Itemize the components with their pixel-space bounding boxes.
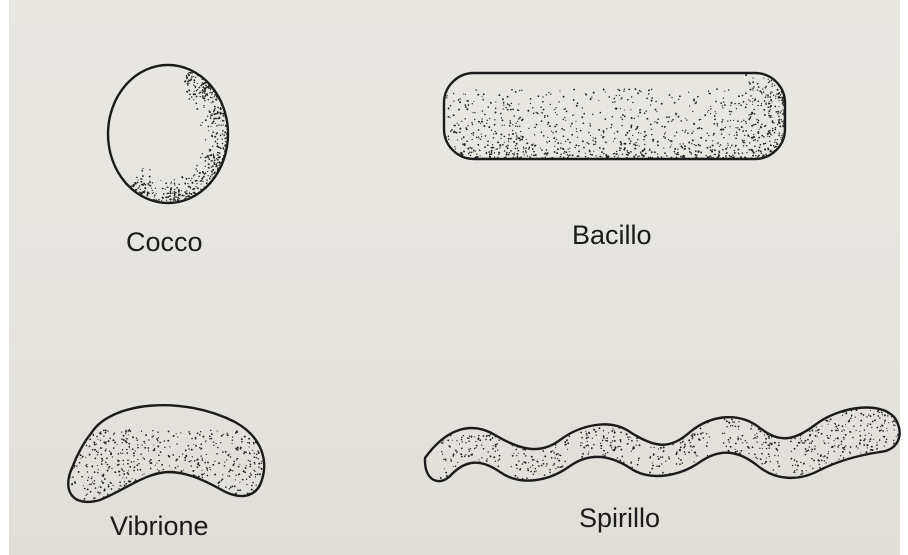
vibrione-outline xyxy=(68,405,264,502)
cocco-shape xyxy=(108,65,229,204)
bacillo-label: Bacillo xyxy=(572,220,652,250)
spirillo-label: Spirillo xyxy=(579,503,660,533)
bacillo-stipple xyxy=(445,74,786,160)
bacillo-shape xyxy=(444,73,786,160)
cocco-label: Cocco xyxy=(126,227,203,257)
bacillo-outline xyxy=(444,73,785,159)
spirillo-shape xyxy=(425,408,908,491)
vibrione-shape xyxy=(68,405,265,506)
cocco-outline xyxy=(108,65,228,203)
vibrione-label: Vibrione xyxy=(110,511,209,541)
